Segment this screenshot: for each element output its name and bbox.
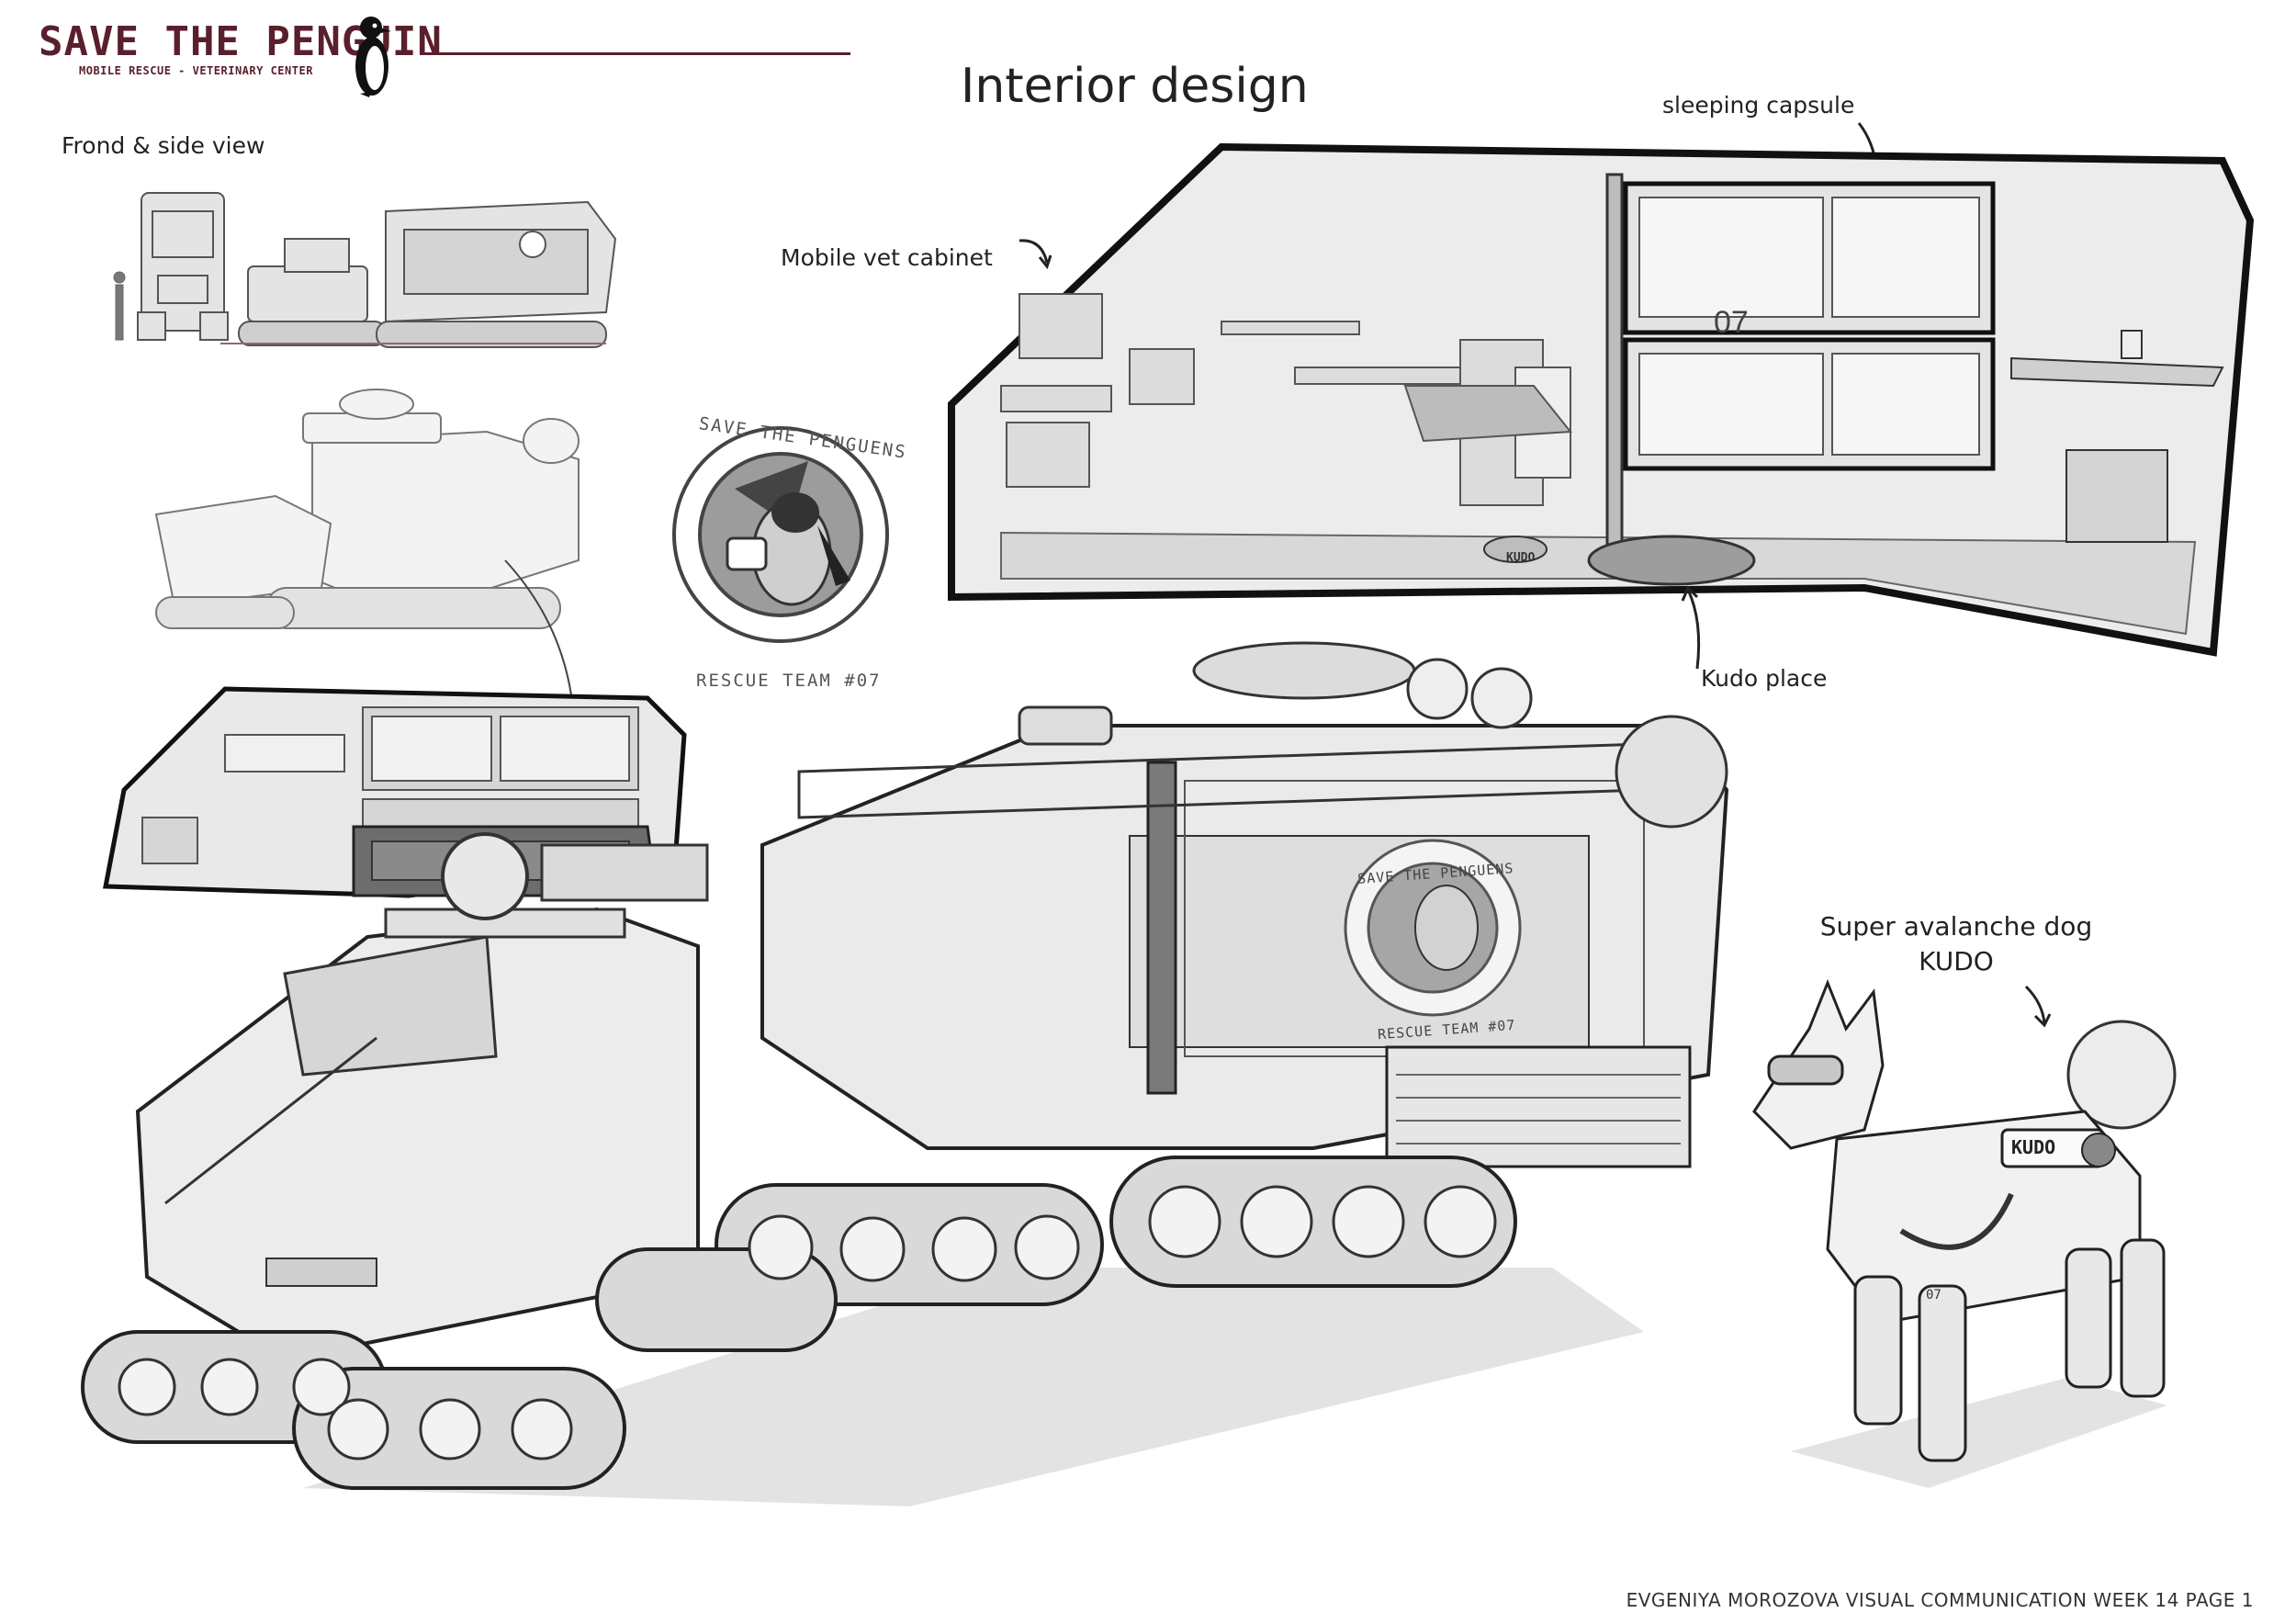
- dog-vest-label: KUDO: [2011, 1136, 2056, 1158]
- mobile-vet-cabinet-label: Mobile vet cabinet: [781, 244, 993, 271]
- arrow-icon: [1019, 239, 1052, 270]
- emblem-bottom-text: RESCUE TEAM #07: [696, 671, 882, 691]
- front-side-view-sketches: [113, 192, 617, 348]
- dog-leg-tag: 07: [1926, 1288, 1941, 1303]
- footer-credit: EVGENIYA MOROZOVA VISUAL COMMUNICATION W…: [1626, 1589, 2254, 1611]
- brand-subtitle: MOBILE RESCUE - VETERINARY CENTER: [79, 64, 313, 77]
- sleeping-capsule-label: sleeping capsule: [1662, 92, 1855, 118]
- dog-caption: Super avalanche dog KUDO: [1818, 909, 2094, 979]
- header-rule: [422, 52, 850, 55]
- kudo-place-label: Kudo place: [1701, 665, 1828, 692]
- bed-label: KUDO: [1506, 551, 1536, 565]
- arrow-icon: [2024, 985, 2052, 1028]
- kudo-dog-sketch: [1752, 978, 2177, 1488]
- front-side-view-label: Frond & side view: [62, 132, 265, 159]
- interior-cutaway: [948, 142, 2255, 657]
- rescue-team-emblem: [672, 426, 889, 643]
- dog-caption-line1: Super avalanche dog: [1819, 911, 2093, 942]
- dog-caption-line2: KUDO: [1919, 945, 1994, 976]
- capsule-number: 07: [1714, 305, 1749, 340]
- perspective-sketch: [154, 389, 580, 874]
- rescue-vehicle-sketch: [81, 641, 1729, 1506]
- page-title: Interior design: [961, 59, 1309, 114]
- penguin-icon: [355, 17, 391, 97]
- arrow-icon: [1681, 585, 1701, 670]
